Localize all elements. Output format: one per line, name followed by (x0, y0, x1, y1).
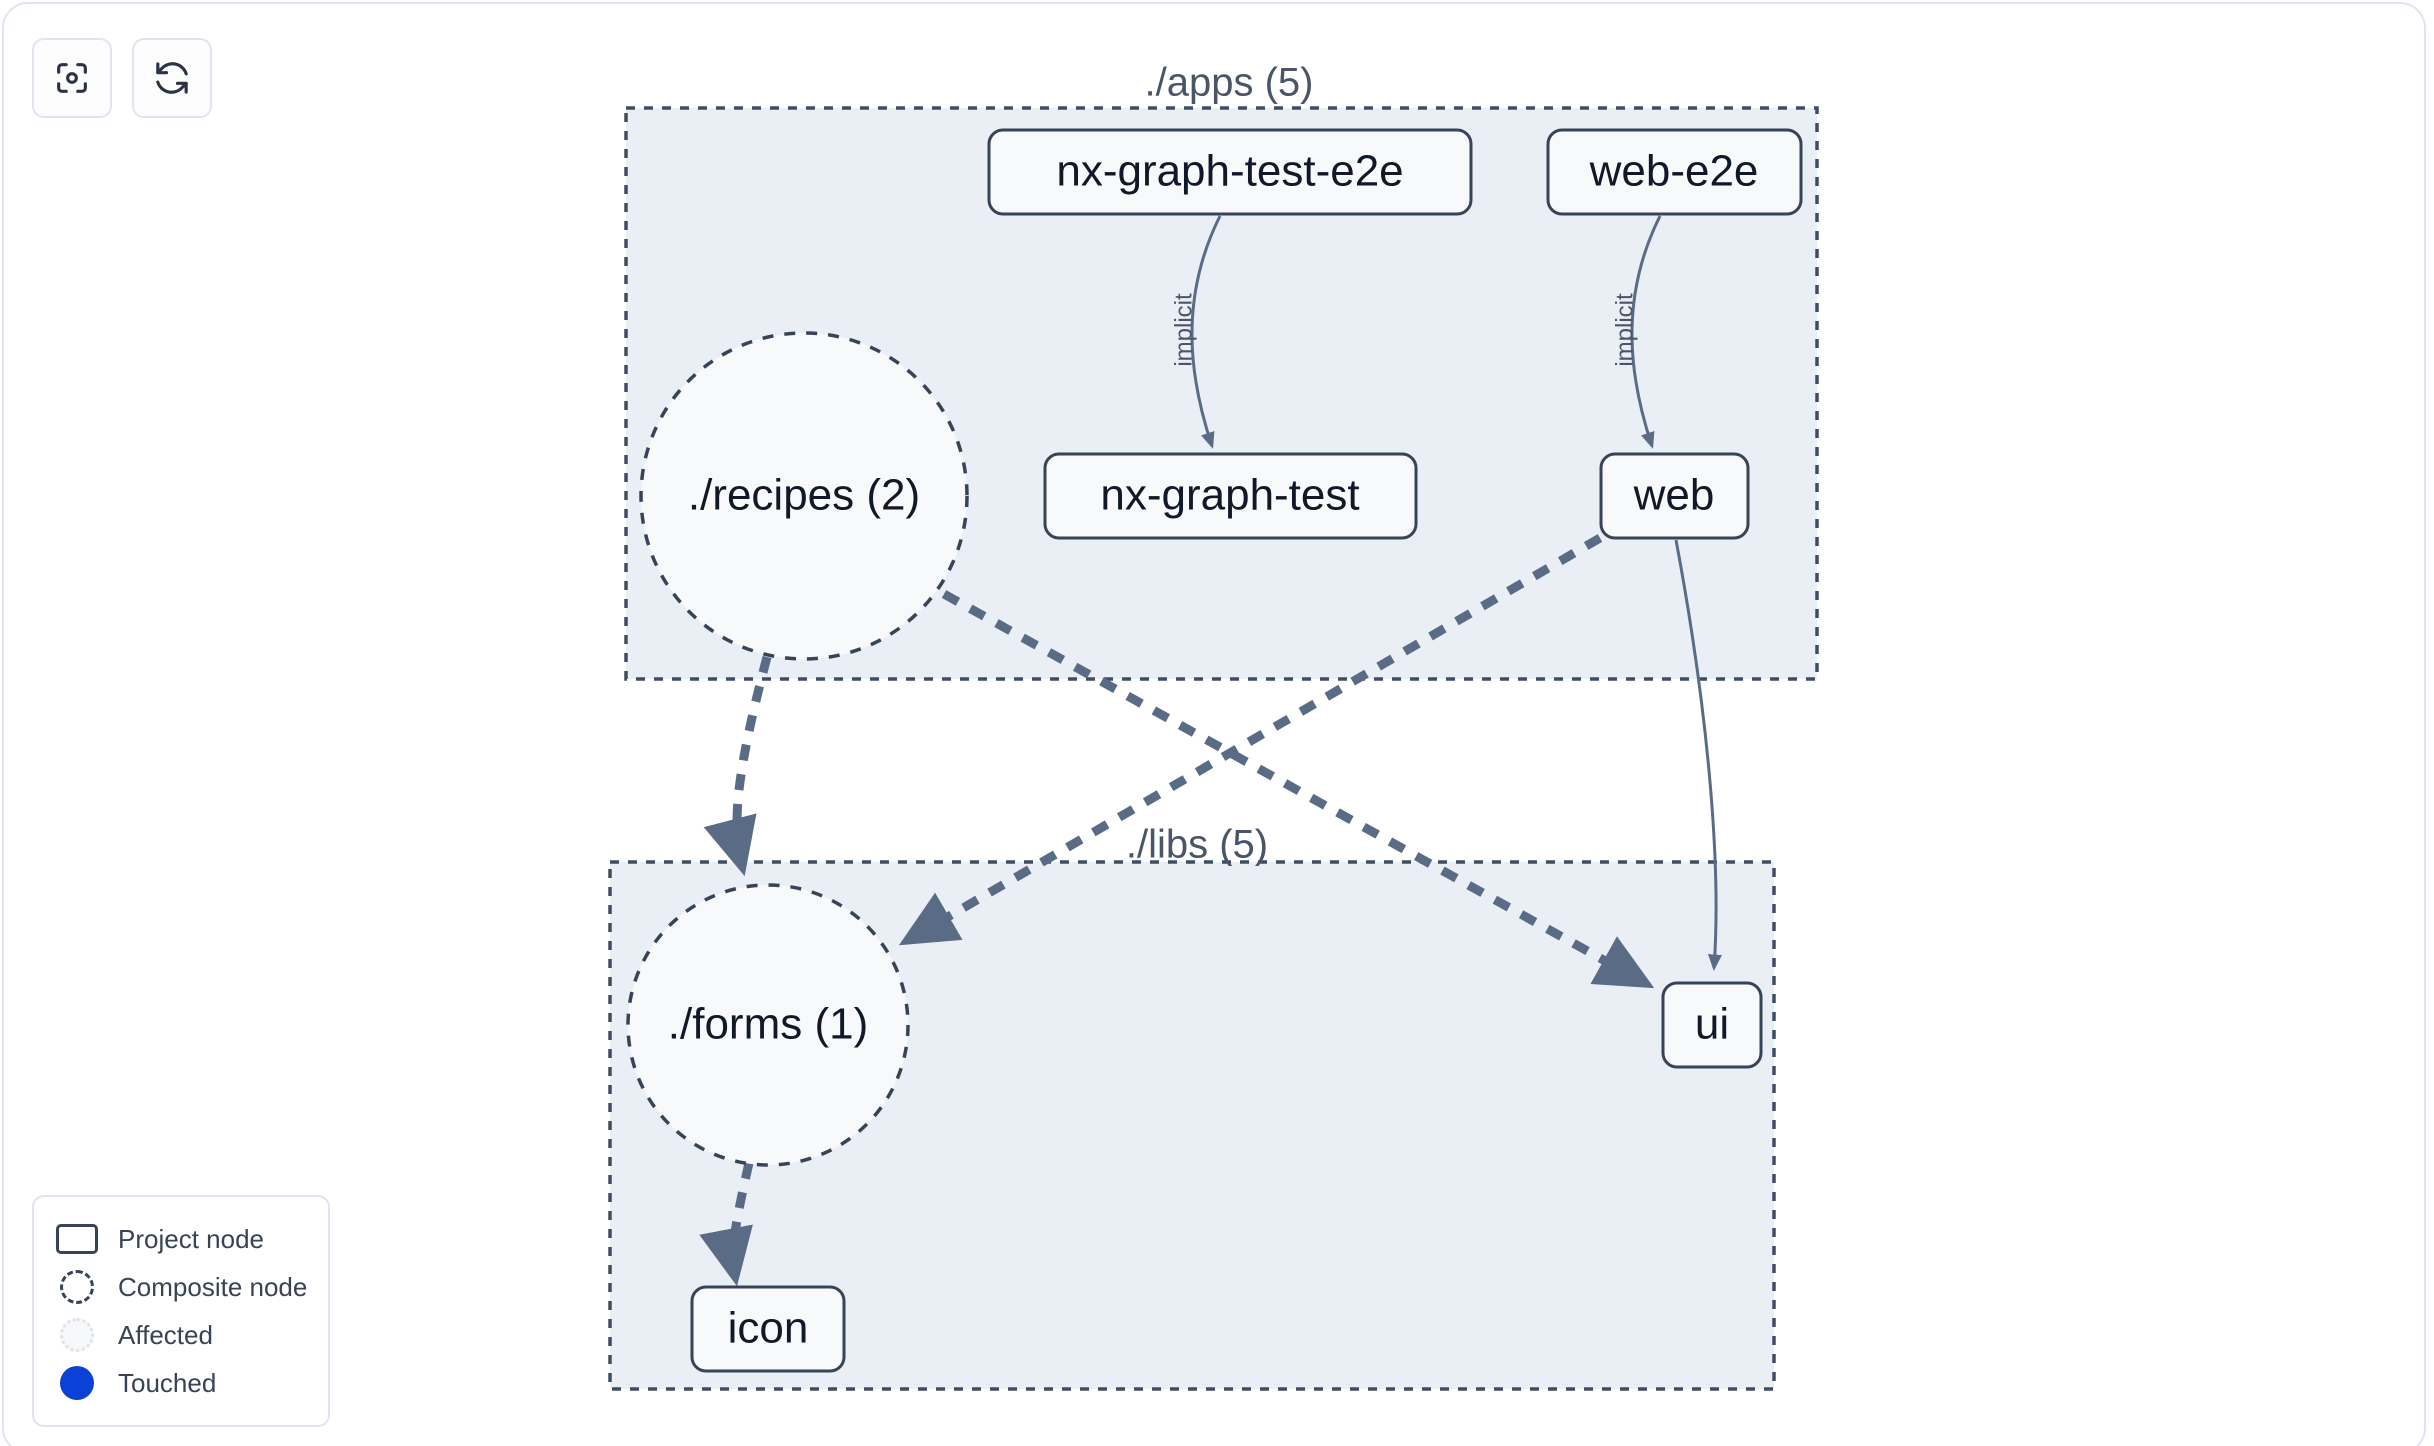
edge-nx-graph-test-e2e-to-nx-graph-test[interactable]: implicit (1170, 215, 1222, 449)
composite-circle[interactable] (626, 883, 910, 1167)
touched-swatch (56, 1366, 98, 1400)
node-nx-graph-test-e2e[interactable]: nx-graph-test-e2e (987, 128, 1473, 216)
node-web[interactable]: web (1599, 452, 1750, 540)
legend-item-composite-node: Composite node (56, 1263, 308, 1311)
node-box[interactable] (1599, 452, 1750, 540)
focus-target-icon (52, 58, 92, 98)
legend-label: Composite node (118, 1271, 308, 1302)
refresh-graph-button[interactable] (132, 38, 212, 118)
legend-item-touched: Touched (56, 1359, 306, 1407)
node-label: nx-graph-test-e2e (1056, 147, 1403, 196)
edge-path (898, 534, 1603, 946)
group-apps-label: ./apps (5) (1145, 61, 1314, 105)
edge-path (1630, 215, 1662, 449)
edge-path (703, 655, 772, 877)
refresh-icon (152, 58, 192, 98)
focus-graph-button[interactable] (32, 38, 112, 118)
edge-recipes-to-forms[interactable] (703, 655, 772, 877)
group-libs-label: ./libs (5) (1126, 823, 1268, 867)
composite-node-swatch (56, 1270, 98, 1304)
edge-label-implicit-2: implicit (1611, 293, 1638, 367)
legend-item-project-node: Project node (56, 1215, 306, 1263)
edge-path (699, 1161, 754, 1287)
edge-path (1190, 215, 1222, 449)
node-recipes-composite[interactable]: ./recipes (2) (639, 331, 969, 661)
legend-item-affected: Affected (56, 1311, 306, 1359)
node-forms-composite[interactable]: ./forms (1) (626, 883, 910, 1167)
graph-toolbar (32, 38, 212, 118)
edge-path (1674, 539, 1723, 971)
node-label: icon (728, 1304, 809, 1353)
graph-legend: Project node Composite node Affected Tou… (32, 1195, 330, 1427)
legend-label: Project node (118, 1223, 264, 1254)
node-box[interactable] (987, 128, 1473, 216)
node-box[interactable] (1043, 452, 1418, 540)
node-label: nx-graph-test (1100, 471, 1359, 520)
node-label: web-e2e (1589, 147, 1759, 196)
node-icon[interactable]: icon (690, 1285, 846, 1373)
node-label: ./recipes (2) (688, 471, 920, 520)
edge-label-implicit-1: implicit (1170, 293, 1197, 367)
node-box[interactable] (1661, 981, 1763, 1069)
node-nx-graph-test[interactable]: nx-graph-test (1043, 452, 1418, 540)
legend-label: Affected (118, 1319, 213, 1350)
composite-circle[interactable] (639, 331, 969, 661)
edge-web-e2e-to-web[interactable]: implicit (1611, 215, 1662, 449)
node-label: ./forms (1) (668, 1000, 868, 1049)
node-label: ui (1695, 1000, 1729, 1049)
edge-path (941, 590, 1655, 989)
node-box[interactable] (690, 1285, 846, 1373)
project-node-swatch (56, 1222, 98, 1256)
node-box[interactable] (1546, 128, 1803, 216)
node-web-e2e[interactable]: web-e2e (1546, 128, 1803, 216)
edge-recipes-to-ui[interactable] (941, 590, 1655, 989)
legend-label: Touched (118, 1367, 217, 1398)
edge-web-to-ui[interactable] (1674, 539, 1723, 971)
node-ui[interactable]: ui (1661, 981, 1763, 1069)
node-label: web (1633, 471, 1715, 520)
edge-forms-to-icon[interactable] (699, 1161, 754, 1287)
edge-web-to-forms[interactable] (898, 534, 1603, 946)
affected-swatch (56, 1318, 98, 1352)
